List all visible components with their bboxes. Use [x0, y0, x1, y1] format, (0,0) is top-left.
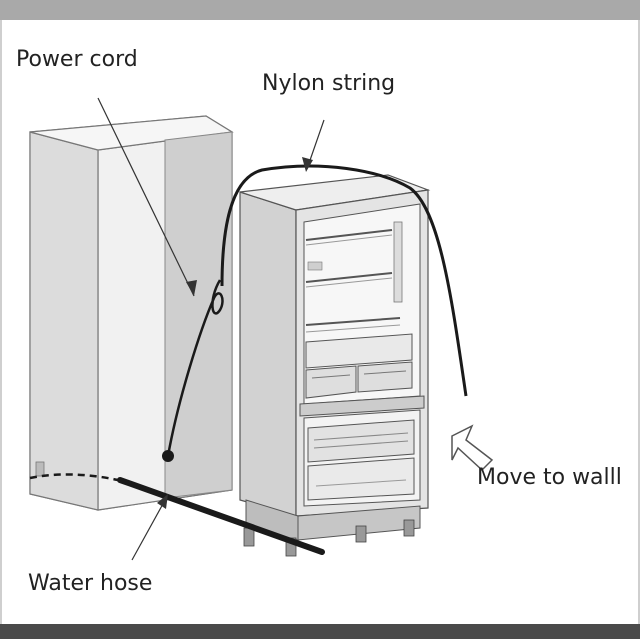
hollow-arrow-icon: [451, 424, 494, 472]
top-frame-bar: [0, 0, 640, 20]
left-frame-edge: [0, 20, 2, 624]
nylon-string: [220, 164, 468, 397]
move-to-wall-label: Move to walll: [477, 465, 622, 490]
power-cord-label: Power cord: [16, 47, 138, 72]
water-hose: [29, 473, 325, 555]
right-frame-edge: [638, 20, 640, 624]
nylon-string-label: Nylon string: [262, 71, 396, 96]
water-hose-label: Water hose: [28, 571, 153, 596]
refrigerator: [239, 174, 431, 557]
bottom-frame-bar: [0, 624, 640, 639]
power-cord: [162, 279, 224, 462]
cabinet-enclosure: [29, 115, 234, 511]
leader-lines: [97, 97, 325, 561]
